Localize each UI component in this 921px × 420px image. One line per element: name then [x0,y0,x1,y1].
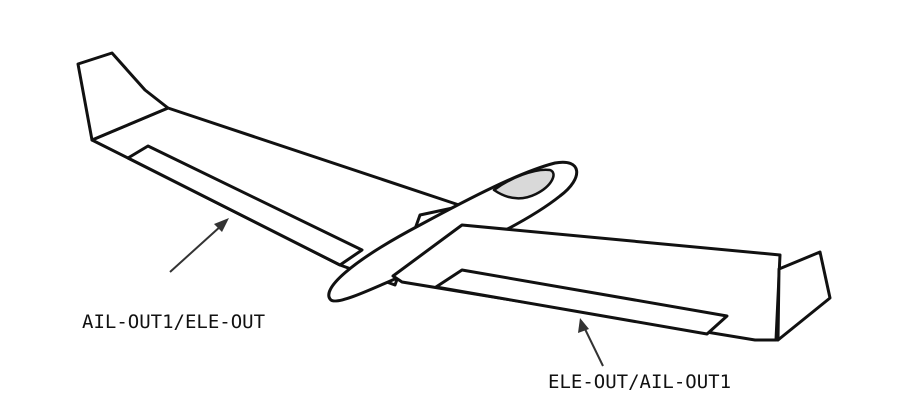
right-callout-arrow [578,318,604,367]
right-control-surface [434,268,729,336]
left-control-surface [126,144,364,267]
left-surface-callout-label: AIL-OUT1/ELE-OUT [82,311,266,333]
right-surface-callout-label: ELE-OUT/AIL-OUT1 [548,371,732,393]
right-wingtip-fin [776,250,832,342]
canopy [492,168,555,200]
left-wingtip-fin [76,51,170,142]
left-callout-arrow [169,218,229,273]
